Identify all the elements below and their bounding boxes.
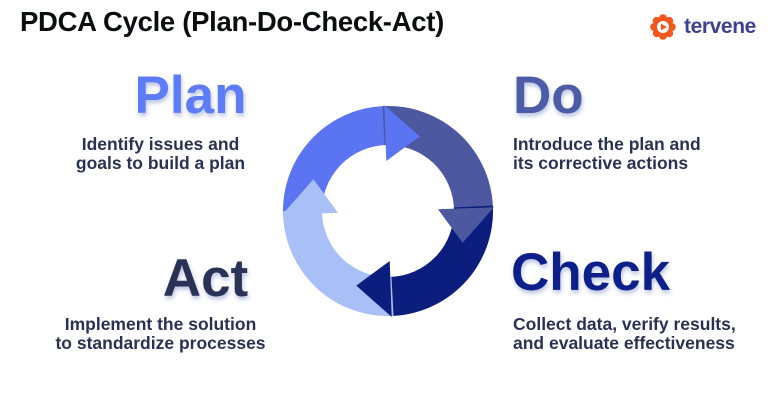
do-description: Introduce the plan and its corrective ac…: [513, 134, 701, 173]
page-title: PDCA Cycle (Plan-Do-Check-Act): [20, 6, 444, 37]
check-description: Collect data, verify results, and evalua…: [513, 314, 736, 353]
pdca-cycle-arrows: [282, 105, 494, 317]
do-heading: Do: [513, 66, 584, 125]
plan-heading: Plan: [134, 66, 247, 125]
tervene-logo: tervene: [648, 12, 756, 42]
act-description: Implement the solution to standardize pr…: [55, 314, 266, 353]
tervene-gear-play-icon: [650, 14, 676, 40]
tervene-logo-text: tervene: [684, 15, 756, 38]
plan-description: Identify issues and goals to build a pla…: [75, 134, 246, 173]
act-heading: Act: [162, 249, 249, 308]
check-heading: Check: [511, 243, 671, 302]
